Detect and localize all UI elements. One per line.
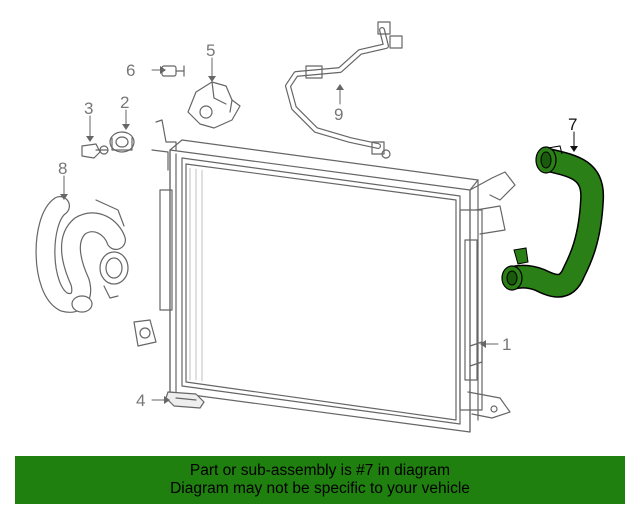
part-6-bolt bbox=[161, 65, 185, 77]
callout-7: 7 bbox=[568, 115, 577, 134]
callout-1: 1 bbox=[502, 335, 511, 354]
part-7-hose-highlighted bbox=[501, 145, 605, 298]
part-9-hose bbox=[285, 21, 403, 159]
radiator-core bbox=[189, 167, 203, 382]
part-2-grommet bbox=[109, 131, 135, 153]
part-3-bolt bbox=[81, 143, 109, 159]
callout-2: 2 bbox=[120, 93, 129, 112]
part-5-bracket bbox=[187, 81, 241, 129]
parts-diagram: 6 5 2 3 8 9 1 4 7 bbox=[35, 21, 605, 433]
callout-9: 9 bbox=[334, 105, 343, 124]
leader-lines bbox=[63, 57, 575, 401]
callout-labels: 6 5 2 3 8 9 1 4 7 bbox=[58, 41, 577, 410]
callout-3: 3 bbox=[84, 99, 93, 118]
callout-4: 4 bbox=[136, 391, 145, 410]
radiator-assembly bbox=[133, 119, 516, 433]
banner-line-1: Part or sub-assembly is #7 in diagram bbox=[189, 462, 451, 479]
info-banner: Part or sub-assembly is #7 in diagram Di… bbox=[15, 456, 625, 504]
callout-6: 6 bbox=[126, 61, 135, 80]
leader-arrowheads bbox=[60, 66, 578, 404]
part-8-hose bbox=[35, 196, 129, 313]
banner-line-2: Diagram may not be specific to your vehi… bbox=[170, 480, 470, 497]
callout-5: 5 bbox=[206, 41, 215, 60]
callout-8: 8 bbox=[58, 159, 67, 178]
